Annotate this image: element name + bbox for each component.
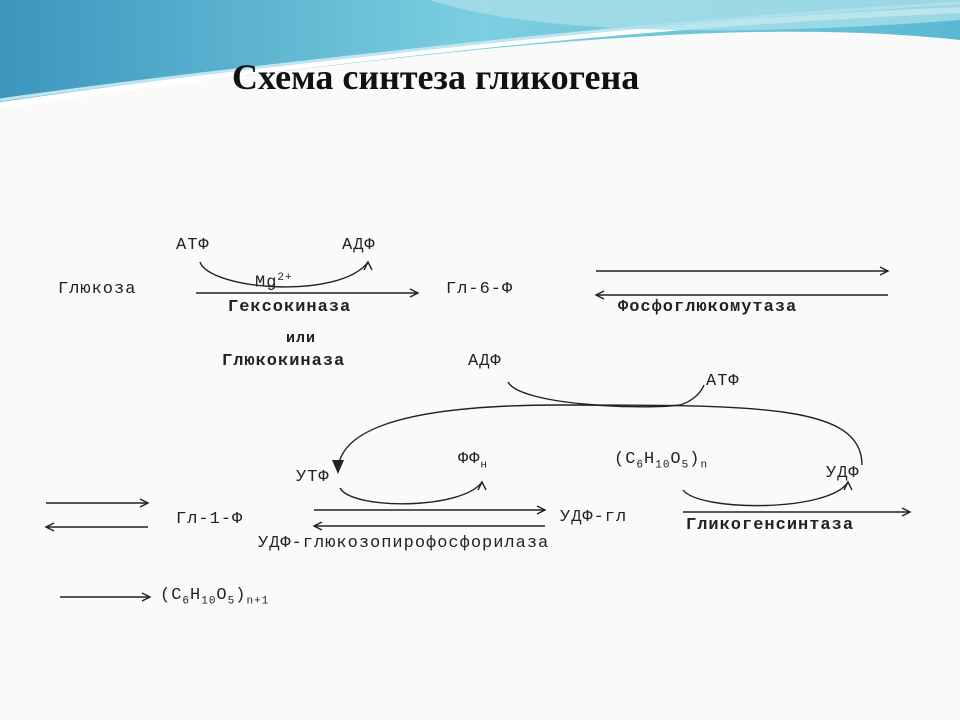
label-gl1f: Гл-1-Ф bbox=[176, 510, 244, 529]
label-glucokinase: Глюкокиназа bbox=[222, 352, 346, 371]
label-utf: УТФ bbox=[296, 468, 330, 487]
arc-adf-atf-mid bbox=[507, 381, 705, 408]
loop-udf-to-utf bbox=[337, 404, 863, 471]
label-udp-pyrophosphorylase: УДФ-глюкозопирофосфорилаза bbox=[258, 534, 550, 553]
label-glycogen-n: (C6H10O5)n bbox=[614, 450, 709, 472]
label-phosphoglucomutase: Фосфоглюкомутаза bbox=[618, 298, 798, 317]
label-atf-mid: АТФ bbox=[706, 372, 740, 391]
label-udf-right: УДФ bbox=[826, 464, 860, 483]
label-glucose: Глюкоза bbox=[58, 280, 137, 299]
arc-glycogen-udf bbox=[682, 481, 849, 507]
label-ffn: ФФн bbox=[458, 450, 489, 472]
label-udfgl: УДФ-гл bbox=[560, 508, 628, 527]
arc-atf-adf-top bbox=[199, 261, 369, 288]
arc-utf-ffn bbox=[339, 481, 483, 505]
label-mg: Mg2+ bbox=[255, 272, 293, 293]
label-glycogen-n1: (C6H10O5)n+1 bbox=[160, 586, 270, 608]
arrowhead-into-utf bbox=[332, 460, 344, 474]
label-glycogen-synthase: Гликогенсинтаза bbox=[686, 516, 855, 535]
label-adf-top: АДФ bbox=[342, 236, 376, 255]
label-atf-top: АТФ bbox=[176, 236, 210, 255]
page-title: Схема синтеза гликогена bbox=[232, 57, 640, 97]
label-hexokinase: Гексокиназа bbox=[228, 298, 352, 317]
header-wave-decoration bbox=[0, 0, 960, 108]
label-gl6f: Гл-6-Ф bbox=[446, 280, 514, 299]
label-or: или bbox=[286, 330, 317, 347]
label-adf-mid: АДФ bbox=[468, 352, 502, 371]
